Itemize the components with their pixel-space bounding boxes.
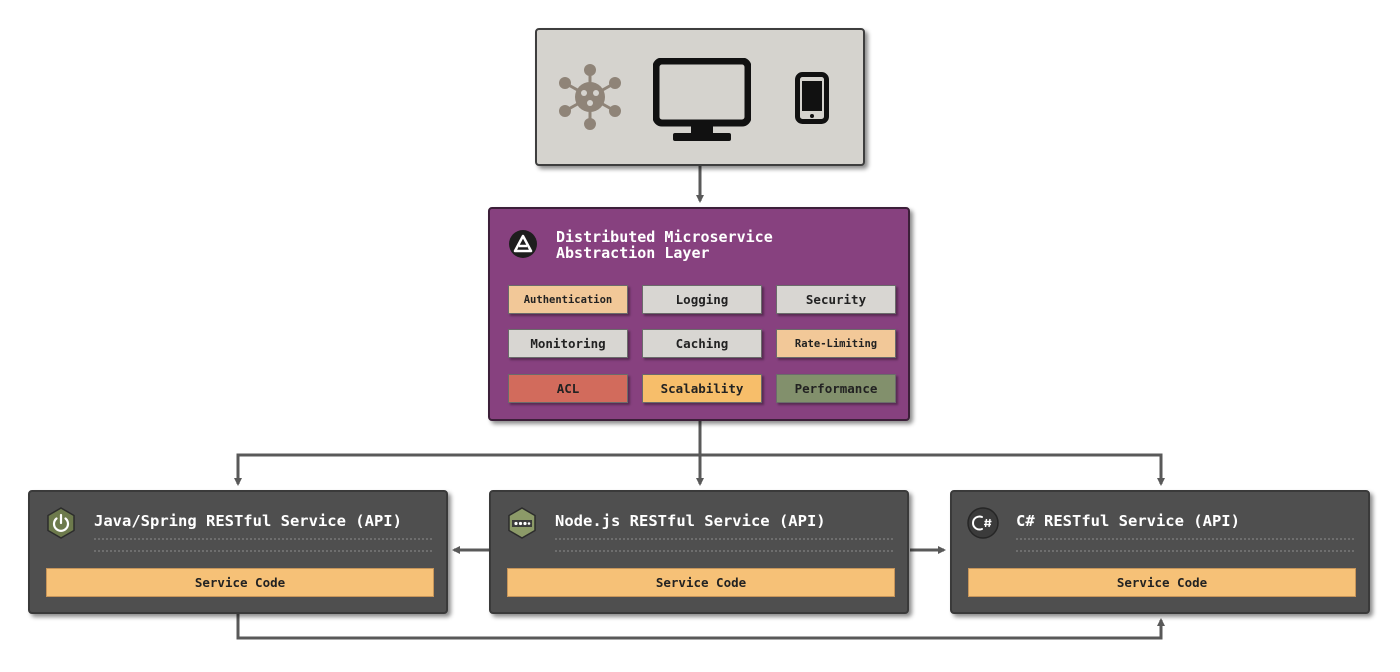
service-divider <box>555 538 893 552</box>
layer-title: Distributed Microservice Abstraction Lay… <box>556 229 896 261</box>
service-csharp: C# RESTful Service (API) Service Code <box>950 490 1370 614</box>
spring-power-icon <box>47 507 75 539</box>
arrow-java-to-csharp <box>236 614 1165 640</box>
service-divider <box>1016 538 1354 552</box>
feature-caching: Caching <box>642 329 762 358</box>
service-code-bar: Service Code <box>507 568 895 597</box>
feature-authentication: Authentication <box>508 285 628 314</box>
feature-security: Security <box>776 285 896 314</box>
service-code-bar: Service Code <box>46 568 434 597</box>
feature-acl: ACL <box>508 374 628 403</box>
nodejs-hex-icon <box>508 507 536 539</box>
feature-logging: Logging <box>642 285 762 314</box>
feature-rate-limiting: Rate-Limiting <box>776 329 896 358</box>
distributed-layer-logo-icon <box>509 230 537 258</box>
network-hub-icon <box>559 64 621 130</box>
clients-box <box>535 28 865 166</box>
desktop-monitor-icon <box>653 58 751 141</box>
service-code-bar: Service Code <box>968 568 1356 597</box>
service-title: Java/Spring RESTful Service (API) <box>94 512 402 530</box>
service-title: C# RESTful Service (API) <box>1016 512 1240 530</box>
service-nodejs: Node.js RESTful Service (API) Service Co… <box>489 490 909 614</box>
feature-performance: Performance <box>776 374 896 403</box>
service-divider <box>94 538 432 552</box>
feature-scalability: Scalability <box>642 374 762 403</box>
service-java-spring: Java/Spring RESTful Service (API) Servic… <box>28 490 448 614</box>
service-title: Node.js RESTful Service (API) <box>555 512 826 530</box>
layer-title-line-1: Distributed Microservice <box>556 228 773 246</box>
csharp-icon <box>967 507 999 539</box>
arrow-layer-to-csharp <box>700 453 1165 486</box>
abstraction-layer-box: Distributed Microservice Abstraction Lay… <box>488 207 910 421</box>
layer-title-line-2: Abstraction Layer <box>556 244 710 262</box>
arrow-layer-to-java <box>234 453 700 486</box>
feature-monitoring: Monitoring <box>508 329 628 358</box>
mobile-phone-icon <box>795 72 829 124</box>
